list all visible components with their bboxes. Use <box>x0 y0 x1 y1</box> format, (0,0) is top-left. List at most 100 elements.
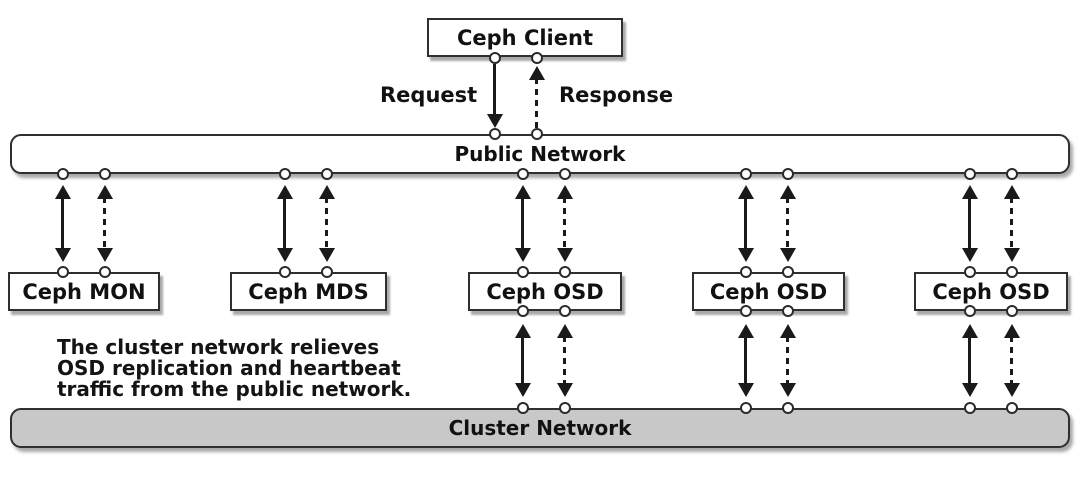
arrowhead-down-public-node3 <box>738 248 754 262</box>
arrowhead-up-public-node1 <box>319 185 335 199</box>
connection-point <box>559 305 571 317</box>
node-label-ceph-mon: Ceph MON <box>22 279 146 304</box>
connection-point <box>740 305 752 317</box>
arrowhead-down-public-node0 <box>55 248 71 262</box>
arrowhead-down-public-node1 <box>319 248 335 262</box>
arrowhead-down-request-arrow <box>487 114 503 128</box>
connection-point <box>279 168 291 180</box>
arrowhead-up-node-cluster4 <box>1004 324 1020 338</box>
node-ceph-osd-3: Ceph OSD <box>914 272 1068 311</box>
arrowhead-down-public-node2 <box>557 248 573 262</box>
arrowhead-down-node-cluster2 <box>557 383 573 397</box>
connection-point <box>782 402 794 414</box>
arrowhead-up-public-node4 <box>962 185 978 199</box>
connection-point <box>517 402 529 414</box>
node-label-ceph-osd-3: Ceph OSD <box>932 279 1050 304</box>
connection-point <box>964 305 976 317</box>
connection-point <box>489 52 501 64</box>
node-label-ceph-client: Ceph Client <box>457 25 593 50</box>
public-node3-dashed-line <box>786 197 789 250</box>
public-node0-dashed-line <box>103 197 106 250</box>
public-node1-solid-line <box>283 197 286 250</box>
node-label-ceph-osd-1: Ceph OSD <box>486 279 604 304</box>
arrowhead-down-public-node4 <box>1004 248 1020 262</box>
request-arrow-solid-line <box>493 64 496 116</box>
request-label: Request <box>380 83 478 107</box>
arrowhead-up-node-cluster3 <box>738 324 754 338</box>
node-ceph-mon: Ceph MON <box>8 272 160 311</box>
node-cluster4-solid-line <box>968 336 971 385</box>
arrowhead-down-node-cluster3 <box>738 383 754 397</box>
connection-point <box>559 402 571 414</box>
arrowhead-down-public-node2 <box>515 248 531 262</box>
public-node4-dashed-line <box>1010 197 1013 250</box>
public-node3-solid-line <box>744 197 747 250</box>
connection-point <box>321 266 333 278</box>
connection-point <box>964 168 976 180</box>
arrowhead-up-public-node2 <box>515 185 531 199</box>
connection-point <box>99 266 111 278</box>
response-arrow-dashed-line <box>535 78 538 128</box>
note-line-1: The cluster network relieves <box>57 335 380 359</box>
node-ceph-mds: Ceph MDS <box>230 272 387 311</box>
arrowhead-down-public-node1 <box>277 248 293 262</box>
public-node2-dashed-line <box>563 197 566 250</box>
arrowhead-up-response-arrow <box>529 66 545 80</box>
node-ceph-osd-2: Ceph OSD <box>692 272 845 311</box>
public-node1-dashed-line <box>325 197 328 250</box>
connection-point <box>531 52 543 64</box>
connection-point <box>782 305 794 317</box>
public-node4-solid-line <box>968 197 971 250</box>
arrowhead-up-node-cluster2 <box>557 324 573 338</box>
node-label-ceph-mds: Ceph MDS <box>248 279 369 304</box>
arrowhead-up-public-node0 <box>97 185 113 199</box>
arrowhead-down-public-node0 <box>97 248 113 262</box>
arrowhead-down-node-cluster4 <box>1004 383 1020 397</box>
connection-point <box>57 266 69 278</box>
public-node0-solid-line <box>61 197 64 250</box>
connection-point <box>740 266 752 278</box>
arrowhead-up-public-node2 <box>557 185 573 199</box>
arrowhead-up-public-node3 <box>780 185 796 199</box>
connection-point <box>279 266 291 278</box>
node-label-ceph-osd-2: Ceph OSD <box>709 279 828 304</box>
arrowhead-down-public-node3 <box>780 248 796 262</box>
response-label: Response <box>559 83 674 107</box>
arrowhead-down-node-cluster3 <box>780 383 796 397</box>
cluster-network-label: Cluster Network <box>448 416 632 440</box>
arrowhead-down-public-node4 <box>962 248 978 262</box>
connection-point <box>57 168 69 180</box>
connection-point <box>740 402 752 414</box>
arrowhead-down-node-cluster4 <box>962 383 978 397</box>
connection-point <box>517 168 529 180</box>
connection-point <box>321 168 333 180</box>
public-node2-solid-line <box>521 197 524 250</box>
node-cluster3-solid-line <box>744 336 747 385</box>
arrowhead-up-node-cluster4 <box>962 324 978 338</box>
arrowhead-up-public-node4 <box>1004 185 1020 199</box>
connection-point <box>1006 266 1018 278</box>
arrowhead-up-node-cluster2 <box>515 324 531 338</box>
connection-point <box>1006 305 1018 317</box>
node-ceph-client: Ceph Client <box>427 18 623 57</box>
node-cluster2-dashed-line <box>563 336 566 385</box>
connection-point <box>1006 168 1018 180</box>
node-cluster2-solid-line <box>521 336 524 385</box>
connection-point <box>489 128 501 140</box>
node-cluster3-dashed-line <box>786 336 789 385</box>
note-line-2: OSD replication and heartbeat <box>57 356 401 380</box>
connection-point <box>782 168 794 180</box>
connection-point <box>1006 402 1018 414</box>
note-line-3: traffic from the public network. <box>57 377 412 401</box>
arrowhead-up-public-node1 <box>277 185 293 199</box>
cluster-network-note: The cluster network relieves OSD replica… <box>57 337 411 400</box>
connection-point <box>517 266 529 278</box>
connection-point <box>964 402 976 414</box>
connection-point <box>740 168 752 180</box>
connection-point <box>559 266 571 278</box>
cluster-network-bar: Cluster Network <box>10 408 1070 448</box>
arrowhead-down-node-cluster2 <box>515 383 531 397</box>
arrowhead-up-public-node0 <box>55 185 71 199</box>
connection-point <box>99 168 111 180</box>
